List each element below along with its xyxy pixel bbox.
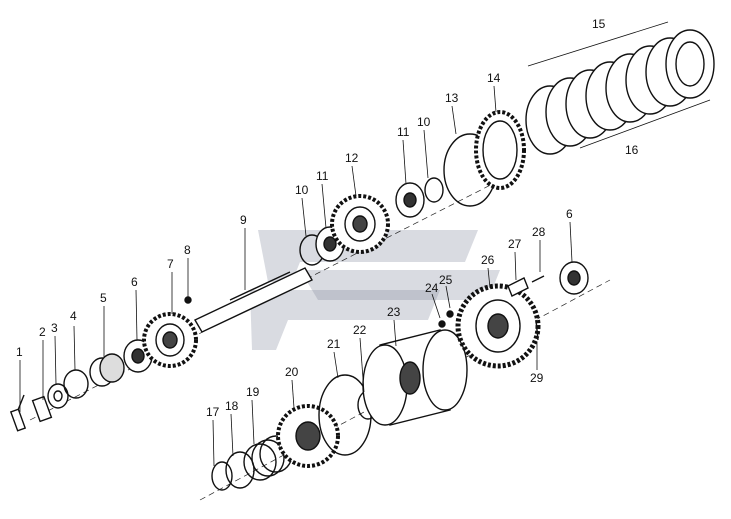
label-part-13: 13 [445, 91, 459, 105]
label-part-8: 8 [184, 243, 191, 257]
label-part-29: 29 [530, 371, 544, 385]
part-7-gear [142, 312, 198, 368]
part-14-toothed-plate [474, 110, 526, 190]
label-part-17: 17 [206, 405, 220, 419]
leader-lines [19, 21, 711, 467]
part-27-clip [507, 277, 529, 297]
part-6-bearing-2 [559, 261, 589, 295]
label-part-11: 11 [316, 169, 329, 183]
label-part-23: 23 [387, 305, 401, 319]
part-24-pin [438, 320, 446, 328]
part-26-large-gear [455, 283, 541, 369]
label-part-27: 27 [508, 237, 522, 251]
label-part-14: 14 [487, 71, 501, 85]
label-part-12: 12 [345, 151, 359, 165]
part-28-bolt [531, 275, 545, 283]
label-part-9: 9 [240, 213, 247, 227]
label-part-20: 20 [285, 365, 299, 379]
label-part-26: 26 [481, 253, 495, 267]
part-18-ring [225, 451, 255, 489]
part-9-shaft [194, 267, 313, 333]
label-part-11-b: 11 [397, 125, 410, 139]
label-part-18: 18 [225, 399, 239, 413]
label-part-2: 2 [39, 325, 46, 339]
label-part-16: 16 [625, 143, 639, 157]
part-11-bearing-2 [395, 182, 425, 218]
label-part-19: 19 [246, 385, 260, 399]
watermark-logo [250, 230, 500, 350]
part-20-gear [276, 404, 340, 468]
label-part-10-b: 10 [417, 115, 431, 129]
label-part-4: 4 [70, 309, 77, 323]
label-part-21: 21 [327, 337, 341, 351]
label-part-6: 6 [131, 275, 138, 289]
part-15-16-clutch-disc-stack [525, 29, 715, 155]
part-17-snap-ring [211, 461, 233, 491]
label-part-15: 15 [592, 17, 606, 31]
label-part-28: 28 [532, 225, 546, 239]
part-23-drum [362, 329, 468, 426]
part-3-washer [47, 383, 69, 409]
label-part-1: 1 [16, 345, 23, 359]
label-part-5: 5 [100, 291, 107, 305]
label-part-22: 22 [353, 323, 367, 337]
label-part-6-b: 6 [566, 207, 573, 221]
part-25-pin [446, 310, 454, 318]
label-part-24: 24 [425, 281, 439, 295]
part-labels: 1 2 3 4 5 6 7 8 9 10 11 12 11 10 13 14 1… [16, 17, 639, 419]
label-part-3: 3 [51, 321, 58, 335]
label-part-25: 25 [439, 273, 453, 287]
part-29-pin [535, 319, 539, 341]
part-12-gear [330, 194, 390, 254]
part-5-bushing [89, 353, 125, 387]
part-4-ring [63, 369, 89, 399]
label-part-10: 10 [295, 183, 309, 197]
part-2-plate [31, 395, 53, 423]
label-part-7: 7 [167, 257, 174, 271]
part-10-snap-ring-2 [424, 177, 444, 203]
part-1-bolt [9, 394, 27, 432]
